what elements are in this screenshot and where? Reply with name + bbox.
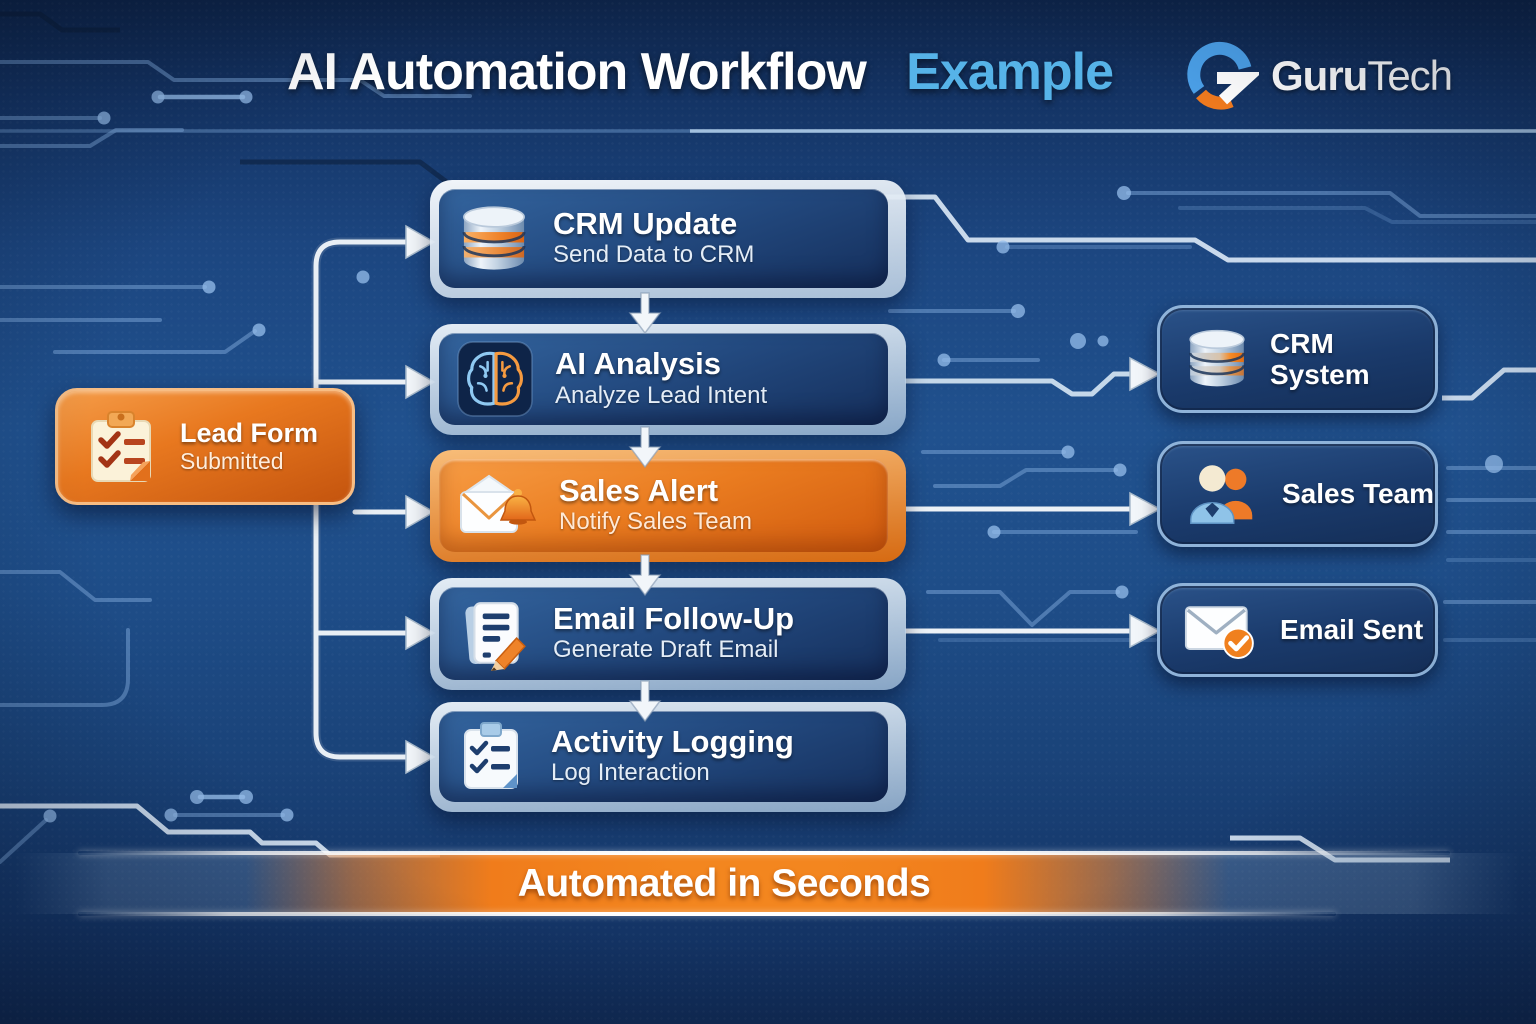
checklist-icon — [464, 721, 518, 789]
title-accent: Example — [906, 43, 1114, 101]
step-subtitle: Log Interaction — [551, 759, 710, 787]
step-subtitle: Analyze Lead Intent — [555, 381, 768, 409]
output-connector-lines — [905, 371, 1132, 634]
arrowheads-left — [405, 224, 436, 775]
banner-automated-in-seconds: Automated in Seconds — [0, 851, 1536, 916]
step-ai-analysis: AI Analysis Analyze Lead Intent — [430, 324, 906, 435]
step-subtitle: Send Data to CRM — [553, 241, 755, 269]
mail-bell-icon — [459, 474, 537, 533]
gurutech-wordmark: GuruTech — [1271, 52, 1453, 99]
step-title: Email Follow-Up — [553, 600, 795, 636]
node-sales-team: Sales Team — [1157, 441, 1438, 547]
node-email-sent: Email Sent — [1157, 583, 1438, 677]
gurutech-logo: GuruTech — [1183, 38, 1453, 114]
lead-form-clipboard-icon — [91, 410, 151, 482]
step-title: Sales Alert — [559, 472, 719, 508]
step-subtitle: Generate Draft Email — [553, 636, 779, 664]
step-email-follow-up: Email Follow-Up Generate Draft Email — [430, 578, 906, 690]
step-title: Activity Logging — [551, 723, 794, 759]
step-title: AI Analysis — [555, 346, 721, 382]
source-title: Lead Form — [180, 417, 319, 448]
step-title: CRM Update — [553, 205, 738, 241]
document-pencil-icon — [465, 601, 526, 671]
brain-icon — [457, 341, 533, 417]
target-label: Email Sent — [1280, 614, 1424, 646]
step-subtitle: Notify Sales Team — [559, 508, 752, 536]
arrowheads-right — [1129, 356, 1162, 649]
step-activity-logging: Activity Logging Log Interaction — [430, 702, 906, 812]
step-crm-update: CRM Update Send Data to CRM — [430, 180, 906, 298]
gurutech-g-icon — [1187, 41, 1259, 110]
node-lead-form-submitted: Lead Form Submitted — [55, 388, 355, 505]
target-label: CRM System — [1270, 327, 1370, 390]
banner-label: Automated in Seconds — [517, 861, 931, 905]
target-label: Sales Team — [1282, 478, 1435, 510]
team-icon — [1190, 465, 1253, 524]
source-subtitle: Submitted — [180, 447, 284, 474]
database-icon — [1188, 329, 1246, 387]
database-icon — [462, 205, 526, 270]
step-sales-alert: Sales Alert Notify Sales Team — [430, 450, 906, 562]
title-main: AI Automation Workflow — [286, 43, 867, 101]
page-title: AI Automation Workflow Example — [170, 42, 1230, 102]
email-check-icon — [1184, 606, 1254, 659]
node-crm-system: CRM System — [1157, 305, 1438, 413]
